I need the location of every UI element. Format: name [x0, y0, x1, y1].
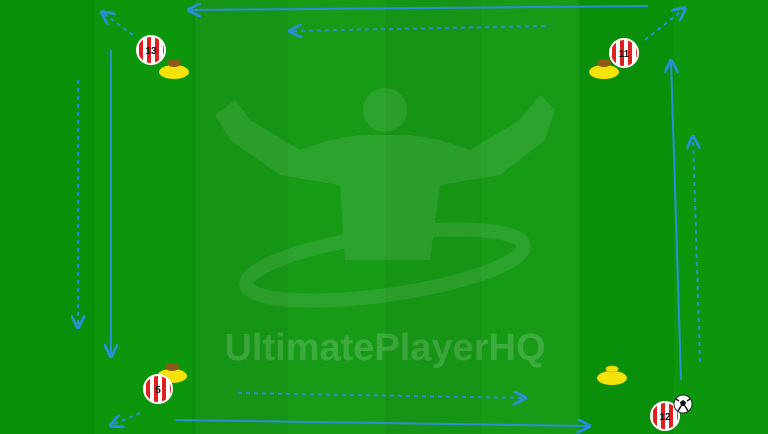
grass-band — [481, 0, 578, 434]
player-number: 12 — [659, 412, 671, 423]
solid-arrow-top — [190, 6, 649, 10]
player-marker: 13 — [136, 35, 166, 65]
dotted-arrow-corner-tr — [644, 9, 684, 41]
player-number: 5 — [155, 385, 161, 396]
watermark-logo — [195, 0, 580, 434]
grass-band — [288, 0, 385, 434]
player-number: 11 — [619, 49, 630, 60]
soccer-ball-icon — [673, 394, 693, 414]
dotted-arrow-top — [291, 26, 546, 31]
player-number: 13 — [145, 46, 157, 57]
player-marker: 11 — [609, 38, 639, 68]
solid-arrow-bottom — [174, 420, 588, 426]
solid-arrow-right — [671, 62, 682, 381]
dotted-arrow-corner-tl — [103, 13, 134, 36]
training-cone-icon — [159, 59, 189, 79]
training-cone-icon — [597, 365, 627, 385]
player-marker: 12 — [650, 401, 680, 431]
grass-band — [674, 0, 768, 434]
player-marker: 5 — [143, 374, 173, 404]
training-cone-icon — [589, 59, 619, 79]
dotted-arrow-right — [693, 138, 701, 363]
watermark-text: UltimatePlayerHQ — [224, 327, 545, 369]
dotted-arrow-corner-bl — [112, 412, 141, 425]
